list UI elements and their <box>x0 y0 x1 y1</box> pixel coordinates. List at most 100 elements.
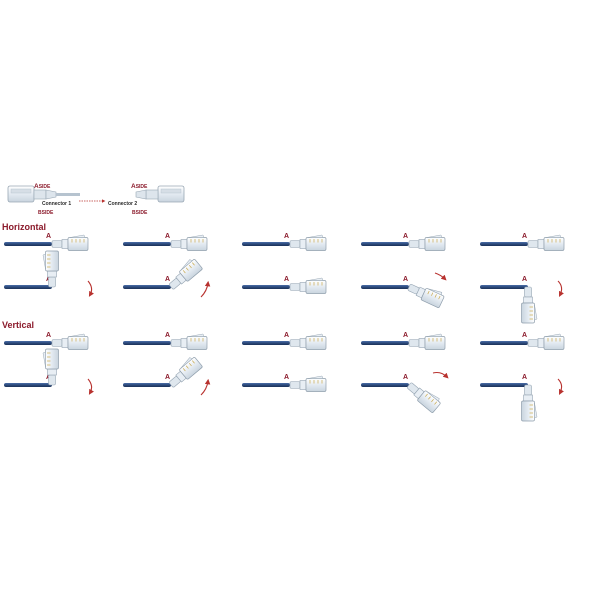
cable-cell: A <box>4 250 95 297</box>
connector-plug <box>527 333 565 350</box>
connector-1-plug-icon <box>7 185 80 203</box>
connector-plug <box>407 382 441 413</box>
a-side-label: A <box>522 332 527 339</box>
cable-cell: A <box>361 272 447 308</box>
legend: ASIDE Connector 1 BSIDE ASIDE Connector … <box>7 183 185 216</box>
cable-cell: A <box>242 374 327 392</box>
cable-cell: A <box>242 276 327 294</box>
a-side-label: A <box>284 233 289 240</box>
a-side-label: A <box>522 276 527 283</box>
cable-segment <box>242 242 290 246</box>
cable-segment <box>361 242 409 246</box>
bend-direction-arrow <box>434 272 447 281</box>
connector-plug <box>289 234 327 251</box>
cable-cell: A <box>123 332 208 350</box>
bend-direction-arrow <box>87 378 95 395</box>
a-side-label: A <box>165 332 170 339</box>
cable-cell: A <box>123 233 208 251</box>
connector-plug <box>408 234 446 251</box>
connector-plug <box>51 333 89 350</box>
a-side-label: A <box>284 276 289 283</box>
connector-plug <box>289 333 327 350</box>
connector-plug <box>170 333 208 350</box>
connector-plug <box>289 277 327 294</box>
cable-segment <box>123 341 171 345</box>
legend-connector-2: ASIDE Connector 2 BSIDE <box>108 183 185 216</box>
section-title-horizontal: Horizontal <box>2 222 46 232</box>
cable-segment <box>242 341 290 345</box>
cable-segment <box>4 341 52 345</box>
a-side-label: A <box>165 374 170 381</box>
bend-direction-arrow <box>557 378 564 395</box>
connector-1-aside-label: ASIDE <box>34 183 51 190</box>
connector-1-bside-label: BSIDE <box>38 210 54 216</box>
connector-plug <box>169 259 203 290</box>
connector-plug <box>289 375 327 392</box>
bend-direction-arrow <box>557 280 564 297</box>
cable-segment <box>361 341 409 345</box>
cable-segment <box>4 383 52 387</box>
cable-cell: A <box>480 374 564 422</box>
a-side-label: A <box>46 233 51 240</box>
cable-segment <box>480 285 528 289</box>
cable-cell: A <box>361 233 446 251</box>
connector-plug <box>42 348 59 386</box>
cable-segment <box>123 285 171 289</box>
a-side-label: A <box>403 233 408 240</box>
a-side-label: A <box>522 374 527 381</box>
a-side-label: A <box>165 233 170 240</box>
connector-2-plug-icon <box>135 185 185 203</box>
cable-segment <box>4 285 52 289</box>
a-side-label: A <box>165 276 170 283</box>
a-side-label: A <box>284 332 289 339</box>
cable-cell: A <box>123 259 211 298</box>
a-side-label: A <box>403 276 408 283</box>
section-title-vertical: Vertical <box>2 320 34 330</box>
cable-cell: A <box>480 276 564 324</box>
connector-plug <box>51 234 89 251</box>
cable-cell: A <box>242 233 327 251</box>
connector-2-bside-label: BSIDE <box>132 210 148 216</box>
bend-direction-arrow <box>87 280 95 297</box>
bend-direction-arrow <box>200 280 211 298</box>
connector-2-label: Connector 2 <box>108 201 137 207</box>
a-side-label: A <box>522 233 527 240</box>
cable-cell: A <box>4 332 89 350</box>
a-side-label: A <box>284 374 289 381</box>
cable-cell: A <box>242 332 327 350</box>
connector-plug <box>408 333 446 350</box>
connector-1-label: Connector 1 <box>42 201 71 207</box>
cable-segment <box>361 285 409 289</box>
cable-cell: A <box>361 332 446 350</box>
cable-cell: A <box>361 371 449 413</box>
cable-cell: A <box>480 233 565 251</box>
cable-segment <box>361 383 409 387</box>
a-side-label: A <box>403 374 408 381</box>
cable-segment <box>242 383 290 387</box>
cable-segment <box>4 242 52 246</box>
cable-segment <box>242 285 290 289</box>
connector-plug <box>527 234 565 251</box>
cable-segment <box>480 242 528 246</box>
cable-segment <box>123 242 171 246</box>
bend-direction-arrow <box>200 378 211 396</box>
connector-grid: A A A A A A A A A A A A A A A A A A A A <box>4 233 565 422</box>
cable-segment <box>123 383 171 387</box>
connector-plug <box>170 234 208 251</box>
connector-2-aside-label: ASIDE <box>131 183 148 190</box>
connector-plug <box>521 384 538 422</box>
connector-plug <box>42 250 59 288</box>
cable-cell: A <box>4 348 95 395</box>
legend-connector-1: ASIDE Connector 1 BSIDE <box>7 183 80 216</box>
connector-plug <box>407 284 445 308</box>
cable-segment <box>480 341 528 345</box>
bend-direction-arrow <box>432 371 449 379</box>
cable-cell: A <box>4 233 89 251</box>
a-side-label: A <box>46 332 51 339</box>
a-side-label: A <box>403 332 408 339</box>
connector-plug <box>169 357 203 388</box>
cable-cell: A <box>480 332 565 350</box>
cable-segment <box>480 383 528 387</box>
connector-plug <box>521 286 538 324</box>
